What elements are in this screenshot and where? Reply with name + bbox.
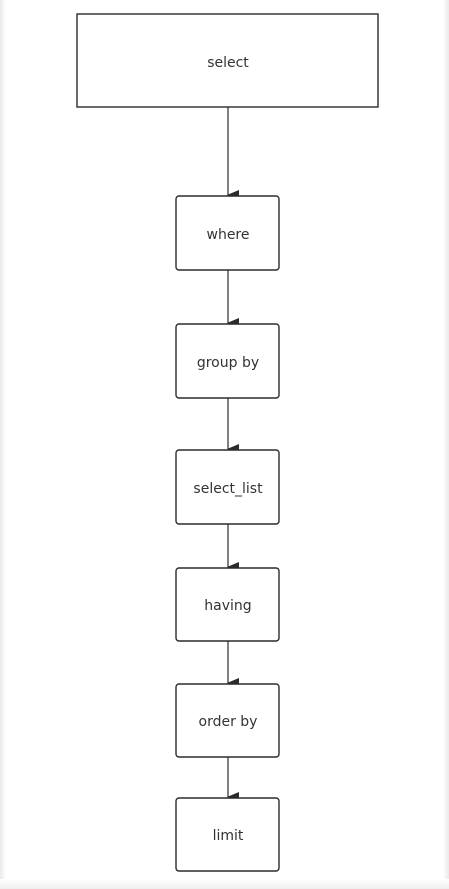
node-select-list-box xyxy=(175,449,280,525)
node-select-list[interactable]: select_list xyxy=(175,449,280,525)
node-having-box xyxy=(175,567,280,642)
right-edge-shade xyxy=(443,0,449,889)
node-where[interactable]: where xyxy=(175,195,280,271)
node-group-by[interactable]: group by xyxy=(175,323,280,399)
node-group-by-box xyxy=(175,323,280,399)
node-having-label: having xyxy=(204,598,251,614)
node-select[interactable]: select xyxy=(76,13,379,108)
node-limit-label: limit xyxy=(213,828,244,844)
node-limit[interactable]: limit xyxy=(175,797,280,872)
node-limit-box xyxy=(175,797,280,872)
node-having[interactable]: having xyxy=(175,567,280,642)
node-where-box xyxy=(175,195,280,271)
node-order-by-label: order by xyxy=(199,714,258,730)
node-select-box xyxy=(76,13,379,108)
node-order-by[interactable]: order by xyxy=(175,683,280,758)
node-select-list-label: select_list xyxy=(193,481,263,497)
node-where-label: where xyxy=(207,227,250,243)
node-select-label: select xyxy=(207,55,249,71)
node-group-by-label: group by xyxy=(197,355,259,371)
left-edge-shade xyxy=(0,0,6,889)
bottom-edge-shade xyxy=(0,879,449,889)
node-order-by-box xyxy=(175,683,280,758)
